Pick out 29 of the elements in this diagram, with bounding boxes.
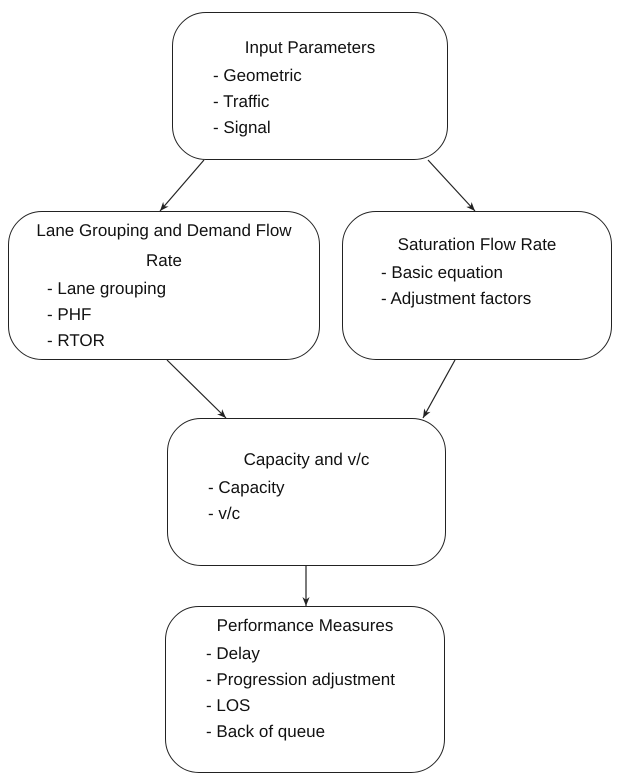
box-heading: Saturation Flow Rate	[396, 234, 558, 256]
arrow	[302, 566, 310, 606]
list-item: - LOS	[206, 695, 250, 717]
list-item: - Geometric	[213, 65, 302, 87]
box-heading: Input Parameters	[244, 37, 376, 59]
list-item: - Delay	[206, 643, 260, 665]
list-item: - Capacity	[208, 477, 285, 499]
list-item: - Traffic	[213, 91, 270, 113]
box-heading: Lane Grouping and Demand Flow Rate	[35, 220, 293, 272]
box-heading: Performance Measures	[216, 615, 394, 637]
list-item: - Adjustment factors	[381, 288, 532, 310]
list-item: - Back of queue	[206, 721, 326, 743]
list-item: - Signal	[213, 117, 271, 139]
box-heading: Capacity and v/c	[242, 449, 370, 471]
list-item: - Lane grouping	[47, 278, 166, 300]
process-box	[165, 606, 445, 773]
process-box	[167, 418, 446, 566]
arrow	[428, 160, 476, 212]
arrow	[166, 360, 226, 418]
process-box	[8, 211, 320, 360]
list-item: - Basic equation	[381, 262, 503, 284]
arrow	[160, 160, 204, 212]
arrow	[422, 360, 456, 418]
list-item: - v/c	[208, 503, 240, 525]
process-box	[172, 12, 448, 160]
process-box	[342, 211, 612, 360]
list-item: - PHF	[47, 304, 92, 326]
list-item: - RTOR	[47, 330, 105, 352]
list-item: - Progression adjustment	[206, 669, 395, 691]
